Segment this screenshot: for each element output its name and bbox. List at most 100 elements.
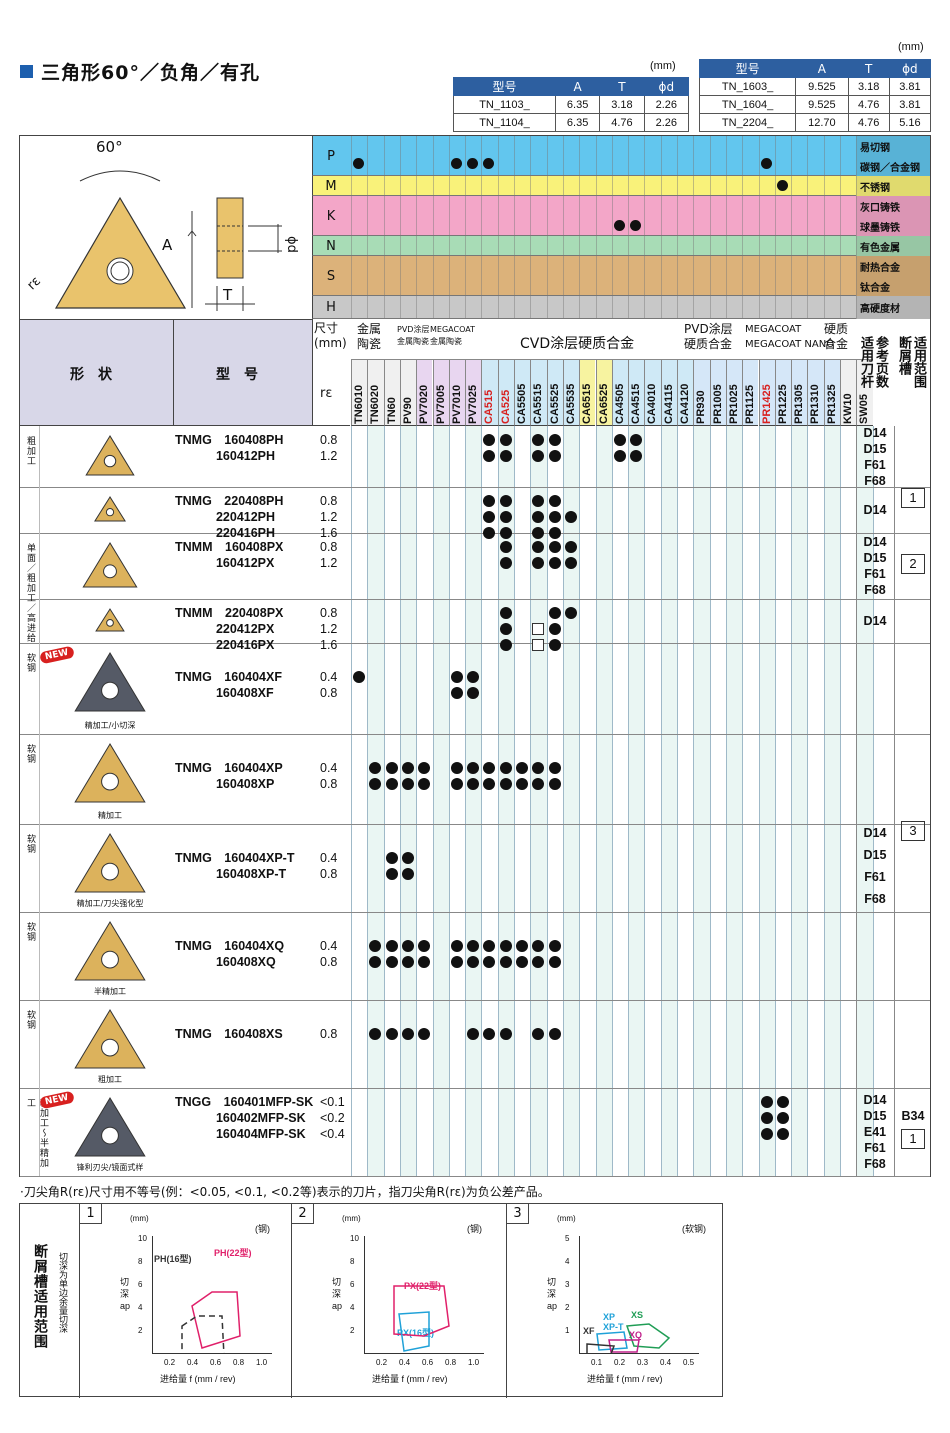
model-number: TNMG 220408PH 220412PH 220416PH: [175, 494, 284, 540]
x-tick: 1.0: [468, 1358, 480, 1367]
grade-availability-dot: [776, 1096, 789, 1108]
chart-region-label: XP: [603, 1312, 616, 1322]
chart-region-label: XQ: [629, 1330, 643, 1340]
reference-pages: D14 D15 F61 F68: [863, 535, 887, 597]
material-label: 耐热合金: [856, 256, 930, 276]
material-label: 有色金属: [856, 236, 930, 256]
grade-availability-dot: [548, 557, 561, 569]
material-mark: [483, 158, 495, 169]
y-tick: 10: [350, 1234, 359, 1243]
material-code: N: [326, 238, 336, 254]
grade-availability-dot: [483, 527, 496, 539]
grade-availability-dot: [499, 762, 512, 774]
unit-label: (mm): [650, 60, 676, 72]
chart-regions: [393, 1285, 450, 1352]
y-axis-label: 切深 ap: [332, 1277, 343, 1311]
grade-availability-dot: [401, 956, 414, 968]
grade-availability-dot: [450, 956, 463, 968]
range-box: 2: [901, 554, 925, 574]
insert-caption: 精加工: [98, 811, 122, 820]
grade-availability-dot: [516, 778, 528, 790]
chart-unit: (mm): [130, 1214, 149, 1223]
reference-pages: D14 D15 E41 F61 F68: [863, 1093, 887, 1171]
grade-availability-dot: [548, 450, 561, 462]
y-tick: 5: [565, 1234, 570, 1243]
grade-availability-dot: [564, 541, 577, 553]
angle-label: 60°: [96, 138, 123, 156]
grade-header: CA6515: [581, 383, 594, 424]
grade-availability-dot: [467, 940, 480, 952]
grade-availability-dot: [532, 778, 545, 790]
grade-availability-dot: [548, 639, 561, 651]
material-code: S: [326, 268, 336, 284]
chart-region-label: PH(16型): [154, 1254, 192, 1264]
material-mark: [450, 158, 462, 169]
reference-pages: D14 D15 F61 F68: [863, 825, 887, 906]
grade-availability-dot: [548, 541, 561, 553]
grade-availability-dot: [532, 434, 545, 446]
insert-image: [74, 743, 146, 803]
x-tick: 0.2: [614, 1358, 626, 1367]
grade-availability-dot: [548, 778, 561, 790]
reference-pages: D14: [863, 614, 887, 628]
pvd-cermet-header: PVD涂层 金属陶瓷: [397, 325, 430, 346]
grade-availability-dot: [483, 434, 496, 446]
y-tick: 2: [138, 1326, 143, 1335]
grade-availability-dot: [776, 1128, 789, 1140]
material-code: K: [326, 208, 336, 224]
material-band-m: [312, 176, 930, 196]
grade-availability-dot: [369, 1028, 382, 1040]
model-header: 型 号: [216, 367, 258, 383]
grade-availability-dot: [499, 623, 512, 635]
chart-number: 1: [80, 1204, 102, 1224]
grade-availability-dot: [401, 852, 414, 864]
application-label: 软钢: [25, 744, 35, 764]
grade-availability-dot: [516, 956, 528, 968]
x-tick: 0.6: [422, 1358, 434, 1367]
y-tick: 1: [565, 1326, 570, 1335]
y-tick: 4: [565, 1257, 570, 1266]
chart-regions: [586, 1323, 671, 1354]
range-code: B34: [901, 1109, 925, 1123]
insert-image: [85, 435, 135, 476]
grade-availability-dot: [385, 852, 398, 864]
grade-availability-dot: [401, 1028, 414, 1040]
model-number: TNMG 160408XS: [175, 1027, 283, 1041]
chart-unit: (mm): [342, 1214, 361, 1223]
x-axis-label: 进给量 f (mm / rev): [587, 1374, 663, 1384]
grade-availability-dot: [548, 434, 561, 446]
grade-header: PV7025: [467, 384, 480, 424]
grade-availability-dot: [532, 557, 545, 569]
grade-availability-dot: [548, 495, 561, 507]
chart-region-label: PH(22型): [214, 1248, 252, 1258]
model-number: TNMG 160404XP 160408XP: [175, 761, 283, 791]
material-code: M: [325, 178, 337, 194]
grade-header: CA515: [483, 389, 496, 424]
material-band-p: [312, 136, 930, 176]
grade-availability-dot: [499, 639, 512, 651]
x-axis-label: 进给量 f (mm / rev): [160, 1374, 236, 1384]
y-tick: 3: [565, 1280, 570, 1289]
grade-availability-dot: [548, 956, 561, 968]
reference-pages: D14 D15 F61 F68: [863, 425, 887, 488]
chart-region-label: XS: [631, 1310, 644, 1320]
grade-availability-dot: [532, 940, 545, 952]
nose-radius: 0.4 0.8: [320, 761, 338, 791]
range-box: 3: [901, 821, 925, 841]
chart-material: (钢): [255, 1224, 270, 1234]
limited-availability-square: [532, 639, 545, 651]
x-tick: 0.4: [399, 1358, 411, 1367]
x-tick: 0.4: [187, 1358, 199, 1367]
insert-image: [74, 921, 146, 981]
grade-availability-dot: [483, 762, 496, 774]
unit-label-2: (mm): [898, 41, 924, 53]
grade-header: CA4515: [630, 383, 643, 424]
insert-image: [74, 1097, 146, 1157]
dim-d-label: ϕd: [284, 236, 299, 253]
application-label: 软钢: [25, 653, 35, 673]
application-label: 精加工～半精加工: [25, 1098, 48, 1168]
material-mark: [776, 180, 788, 191]
insert-image: [74, 652, 146, 712]
